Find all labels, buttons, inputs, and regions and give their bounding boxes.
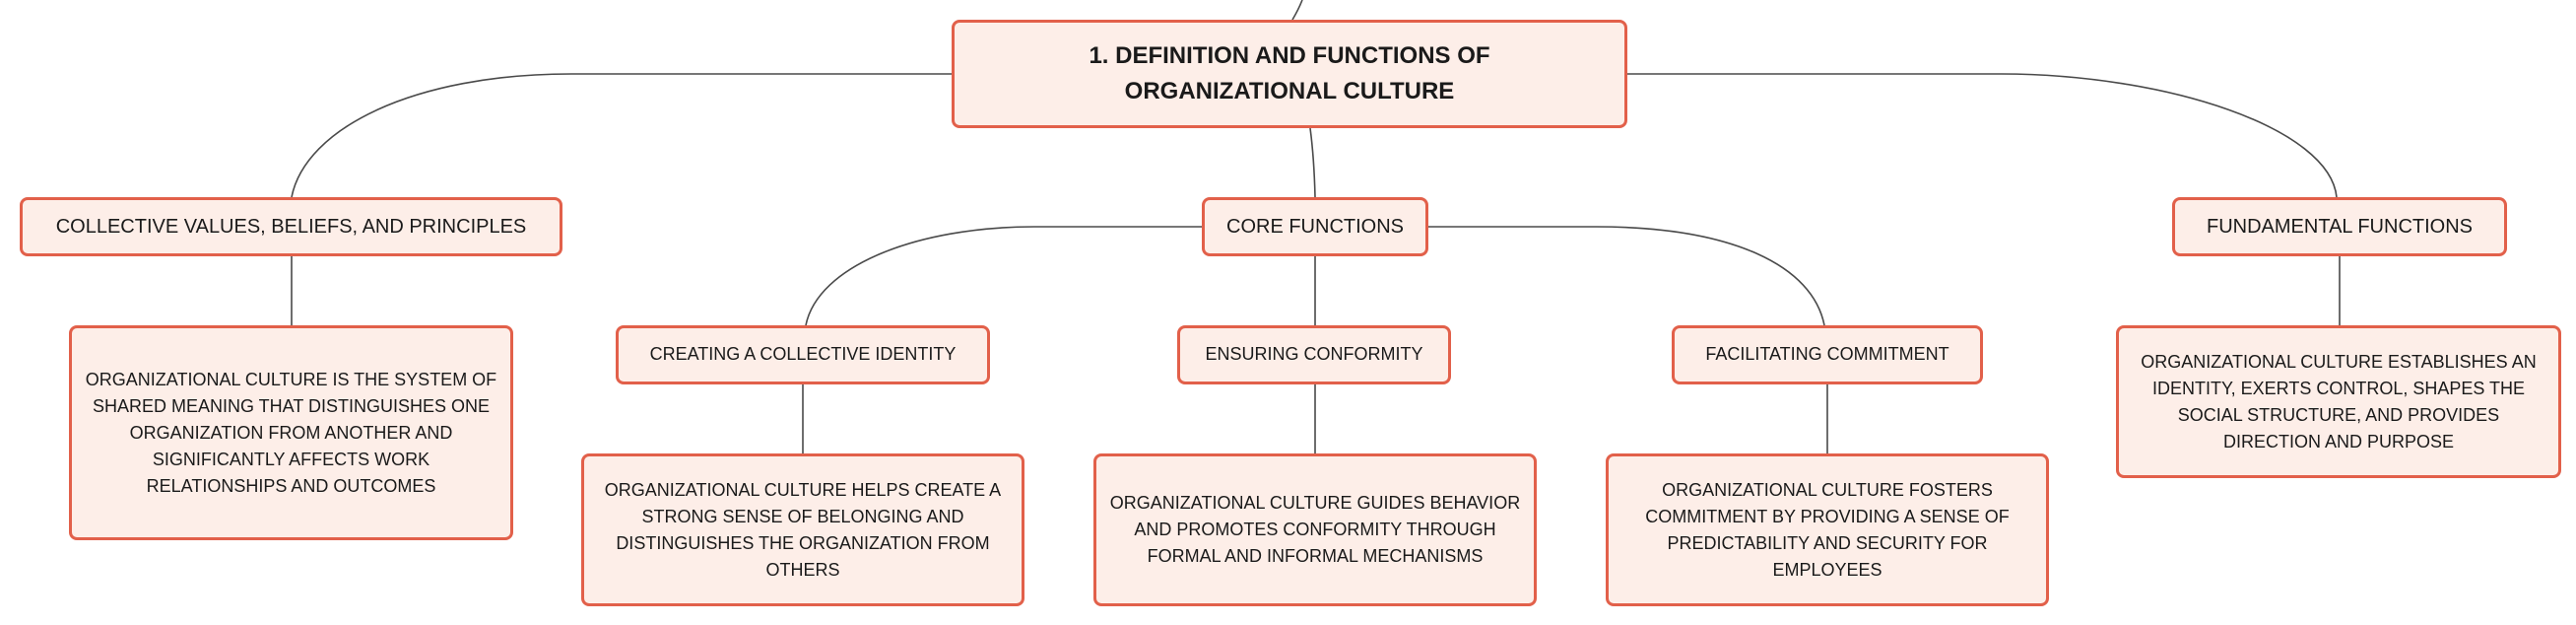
detail-node-text: ORGANIZATIONAL CULTURE GUIDES BEHAVIOR A… bbox=[1109, 493, 1521, 566]
topic-node-label: COLLECTIVE VALUES, BELIEFS, AND PRINCIPL… bbox=[55, 216, 527, 238]
detail-node-ensuring-conformity[interactable]: ORGANIZATIONAL CULTURE GUIDES BEHAVIOR A… bbox=[1093, 453, 1537, 606]
connector-core-to-collective-identity bbox=[805, 226, 1202, 326]
detail-node-collective-identity[interactable]: ORGANIZATIONAL CULTURE HELPS CREATE A ST… bbox=[581, 453, 1024, 606]
connector-root-to-core-functions bbox=[1309, 127, 1316, 198]
subtopic-node-label: ENSURING CONFORMITY bbox=[1205, 344, 1423, 365]
topic-node-collective-values[interactable]: COLLECTIVE VALUES, BELIEFS, AND PRINCIPL… bbox=[20, 197, 562, 256]
subtopic-node-facilitating-commitment[interactable]: FACILITATING COMMITMENT bbox=[1672, 325, 1983, 384]
topic-node-label: CORE FUNCTIONS bbox=[1226, 216, 1404, 238]
detail-node-text: ORGANIZATIONAL CULTURE ESTABLISHES AN ID… bbox=[2141, 351, 2537, 451]
connector-parent-to-root bbox=[1291, 0, 1303, 21]
subtopic-node-label: FACILITATING COMMITMENT bbox=[1705, 344, 1949, 365]
detail-node-collective-values[interactable]: ORGANIZATIONAL CULTURE IS THE SYSTEM OF … bbox=[69, 325, 513, 540]
subtopic-node-collective-identity[interactable]: CREATING A COLLECTIVE IDENTITY bbox=[616, 325, 990, 384]
detail-node-text: ORGANIZATIONAL CULTURE IS THE SYSTEM OF … bbox=[85, 369, 497, 496]
subtopic-node-ensuring-conformity[interactable]: ENSURING CONFORMITY bbox=[1177, 325, 1451, 384]
connector-root-to-fundamental-functions bbox=[1627, 73, 2338, 198]
detail-node-text: ORGANIZATIONAL CULTURE HELPS CREATE A ST… bbox=[604, 479, 1002, 580]
root-node-label: 1. DEFINITION AND FUNCTIONS OF ORGANIZAT… bbox=[1089, 42, 1490, 104]
detail-node-facilitating-commitment[interactable]: ORGANIZATIONAL CULTURE FOSTERS COMMITMEN… bbox=[1606, 453, 2049, 606]
connector-root-to-collective-values bbox=[291, 73, 952, 198]
connector-core-to-commitment bbox=[1428, 226, 1825, 326]
topic-node-fundamental-functions[interactable]: FUNDAMENTAL FUNCTIONS bbox=[2172, 197, 2507, 256]
detail-node-fundamental-functions[interactable]: ORGANIZATIONAL CULTURE ESTABLISHES AN ID… bbox=[2116, 325, 2561, 478]
topic-node-label: FUNDAMENTAL FUNCTIONS bbox=[2207, 216, 2473, 238]
topic-node-core-functions[interactable]: CORE FUNCTIONS bbox=[1202, 197, 1428, 256]
detail-node-text: ORGANIZATIONAL CULTURE FOSTERS COMMITMEN… bbox=[1645, 479, 2010, 580]
subtopic-node-label: CREATING A COLLECTIVE IDENTITY bbox=[649, 344, 957, 365]
root-node[interactable]: 1. DEFINITION AND FUNCTIONS OF ORGANIZAT… bbox=[952, 20, 1627, 128]
